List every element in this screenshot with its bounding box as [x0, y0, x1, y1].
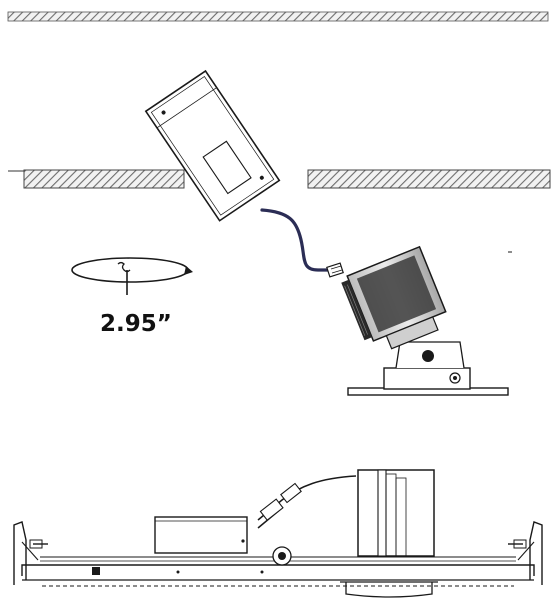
driver-box-icon [144, 69, 281, 222]
side-assembly-view [13, 469, 543, 598]
top-ceiling [7, 11, 549, 22]
ceiling-with-cutout [8, 169, 551, 189]
gimbal-lamp-icon [341, 245, 512, 396]
ceiling-left-section [23, 169, 185, 189]
cutout-dimension-label: 2.95” [100, 311, 172, 337]
cable-connector-icon [260, 208, 344, 278]
ceiling-right-section [307, 169, 551, 189]
ceiling-hatch-icon [7, 11, 549, 22]
rotation-arrow-icon [71, 257, 193, 295]
